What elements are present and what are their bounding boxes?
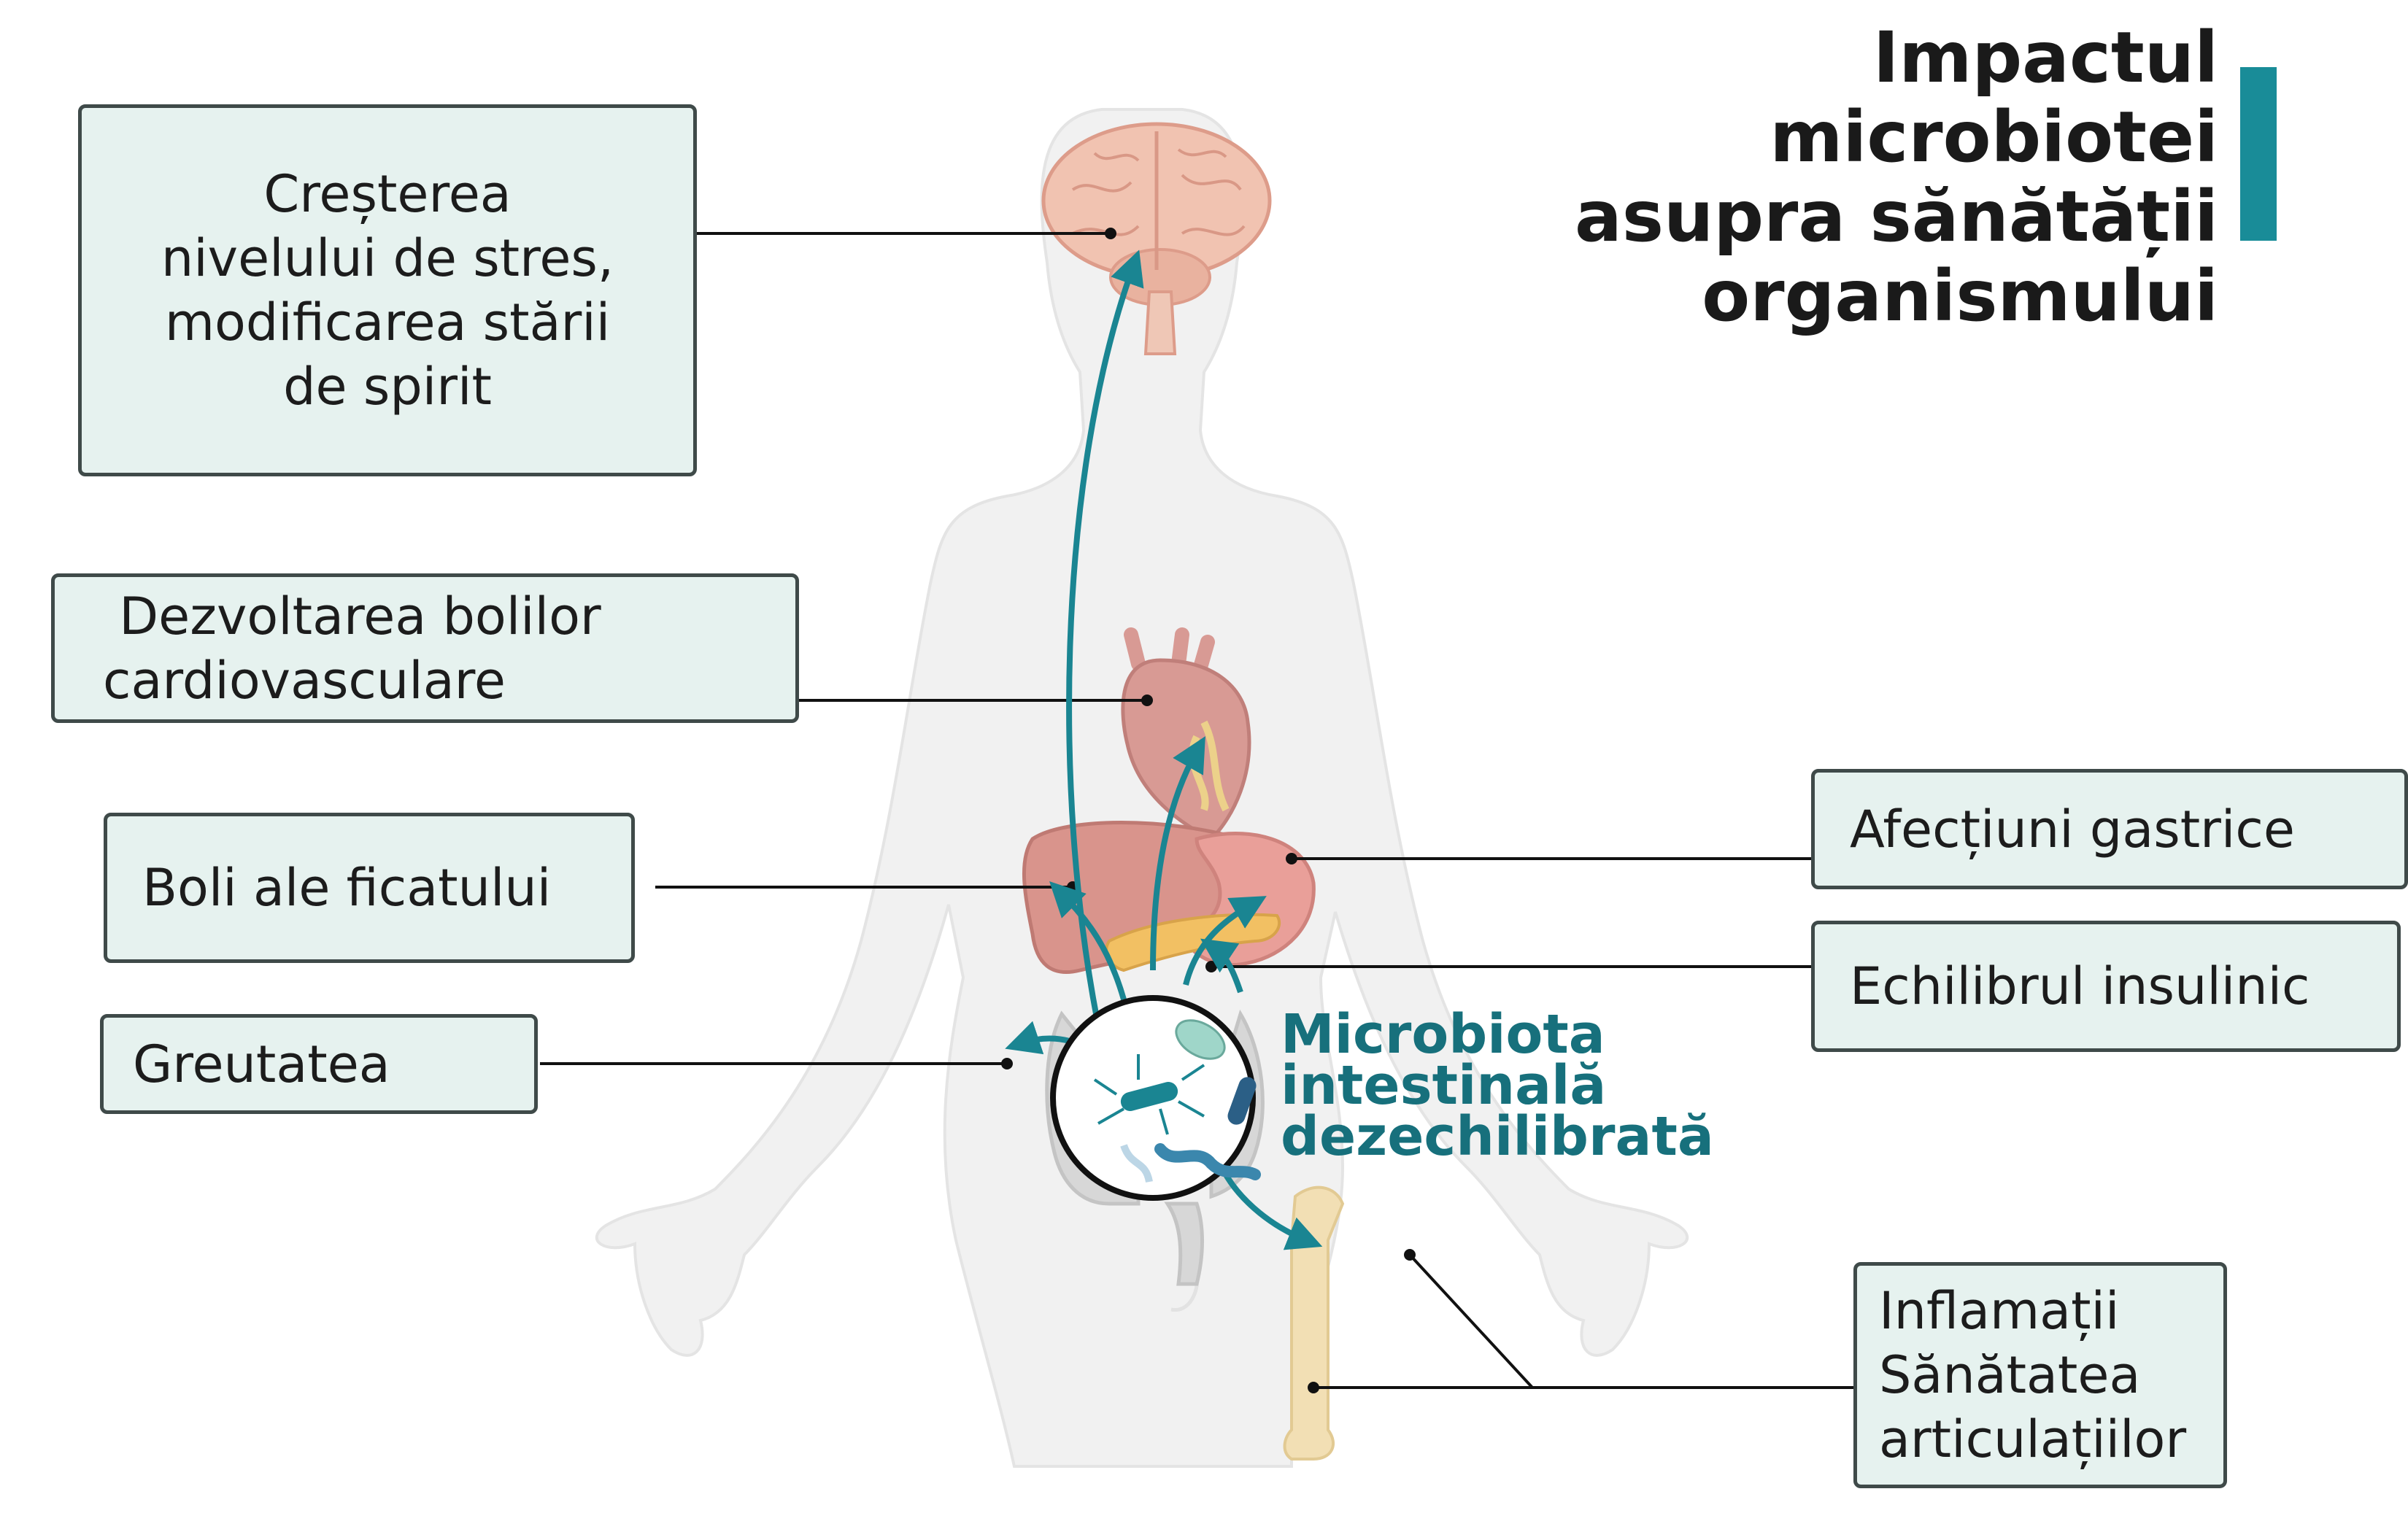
microbiota-label-line: Microbiota bbox=[1281, 1003, 1605, 1066]
brain-icon bbox=[1041, 122, 1272, 355]
box-line: Inflamații bbox=[1879, 1281, 2120, 1341]
box-weight: Greutatea bbox=[100, 1014, 538, 1114]
box-line: cardiovasculare bbox=[103, 650, 506, 711]
box-line: Creșterea bbox=[263, 164, 512, 224]
box-line: modificarea stării bbox=[164, 293, 611, 352]
box-brain-stress: Creșterea nivelului de stres, modificare… bbox=[78, 104, 697, 476]
microbiota-label: Microbiota intestinală dezechilibrată bbox=[1281, 1003, 1714, 1168]
microbiota-label-line: dezechilibrată bbox=[1281, 1105, 1714, 1168]
box-line: de spirit bbox=[283, 357, 492, 417]
title-line: asupra sănătății bbox=[1575, 176, 2218, 258]
femur-bone-icon bbox=[1283, 1185, 1345, 1461]
title-accent-bar bbox=[2240, 67, 2277, 241]
box-line: nivelului de stres, bbox=[161, 228, 614, 288]
diagram-title: Impactul microbiotei asupra sănătății or… bbox=[1575, 18, 2218, 336]
box-line: Greutatea bbox=[133, 1034, 390, 1094]
box-line: Sănătatea bbox=[1879, 1345, 2141, 1405]
box-insulin: Echilibrul insulinic bbox=[1811, 921, 2401, 1052]
box-line: Echilibrul insulinic bbox=[1850, 956, 2310, 1016]
microbiota-label-line: intestinală bbox=[1281, 1054, 1607, 1117]
box-liver-disease: Boli ale ficatului bbox=[104, 813, 635, 963]
box-line: Dezvoltarea bolilor bbox=[103, 586, 601, 646]
connector-lines bbox=[540, 228, 1853, 1393]
box-line: Afecțiuni gastrice bbox=[1850, 799, 2295, 859]
box-cardiovascular: Dezvoltarea bolilor cardiovasculare bbox=[51, 573, 799, 723]
gut-bacteria-icon bbox=[1050, 995, 1261, 1201]
title-line: organismului bbox=[1702, 255, 2218, 337]
box-line: articulațiilor bbox=[1879, 1409, 2187, 1469]
pancreas-icon bbox=[1105, 913, 1281, 972]
box-joints-inflammation: Inflamații Sănătatea articulațiilor bbox=[1853, 1262, 2227, 1488]
box-line: Boli ale ficatului bbox=[142, 858, 552, 918]
title-line: Impactul bbox=[1872, 17, 2218, 98]
title-line: microbiotei bbox=[1770, 96, 2218, 178]
human-body-silhouette-icon bbox=[595, 108, 1689, 1468]
box-gastric: Afecțiuni gastrice bbox=[1811, 769, 2408, 889]
